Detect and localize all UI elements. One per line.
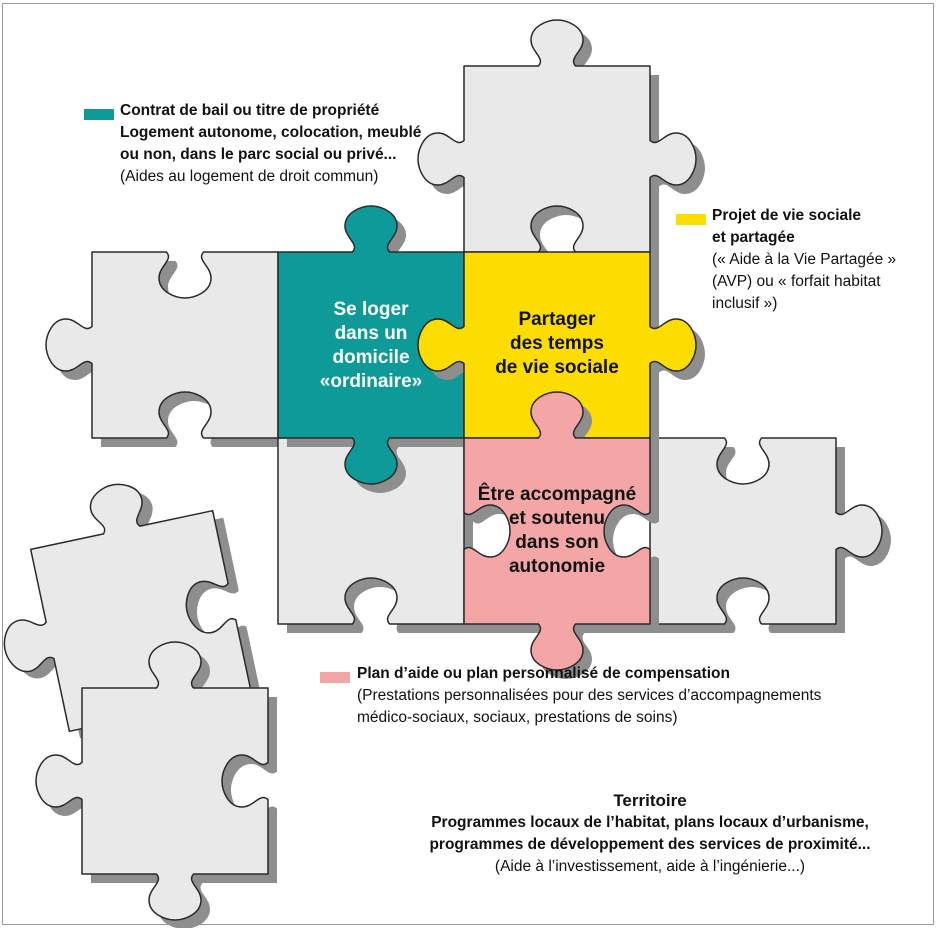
- legend-housing-line: Contrat de bail ou titre de propriété: [120, 102, 380, 119]
- piece-label-line: et soutenu: [509, 508, 605, 529]
- legend-housing-line: Logement autonome, colocation, meublé: [120, 124, 422, 141]
- legend-housing-line: ou non, dans le parc social ou privé...: [120, 146, 397, 163]
- legend-social-swatch: [676, 214, 706, 225]
- legend-support: Plan d’aide ou plan personnalisé de comp…: [357, 663, 917, 729]
- piece-label-line: Être accompagné: [478, 483, 636, 505]
- piece-label-housing: Se loger dans un domicile «ordinaire»: [320, 299, 422, 392]
- legend-social-line: et partagée: [712, 229, 795, 246]
- legend-support-swatch: [320, 672, 350, 683]
- legend-social: Projet de vie sociale et partagée (« Aid…: [712, 205, 932, 315]
- legend-social-note: (« Aide à la Vie Partagée »: [712, 251, 897, 268]
- piece-label-line: dans un: [335, 323, 408, 344]
- territory-block: Territoire Programmes locaux de l’habita…: [385, 790, 915, 878]
- puzzle-piece-grey: [649, 437, 891, 633]
- piece-label-social: Partager des temps de vie sociale: [495, 309, 619, 378]
- territory-line: Programmes locaux de l’habitat, plans lo…: [431, 814, 869, 831]
- legend-housing: Contrat de bail ou titre de propriété Lo…: [120, 100, 460, 188]
- piece-label-line: autonomie: [509, 556, 605, 577]
- piece-label-line: de vie sociale: [495, 357, 619, 378]
- piece-label-line: Se loger: [334, 299, 410, 320]
- puzzle-piece-loose: [35, 641, 277, 928]
- puzzle-piece-support: [463, 391, 659, 679]
- piece-label-line: des temps: [510, 333, 604, 354]
- piece-label-support: Être accompagné et soutenu dans son autonom…: [478, 483, 636, 577]
- legend-support-line: Plan d’aide ou plan personnalisé de comp…: [357, 665, 730, 682]
- territory-line: programmes de développement des services…: [429, 836, 871, 853]
- legend-support-note: médico-sociaux, sociaux, prestations de …: [357, 709, 678, 726]
- piece-label-line: dans son: [515, 532, 598, 553]
- puzzle-piece-grey: [417, 19, 705, 261]
- legend-housing-swatch: [84, 109, 114, 120]
- legend-housing-note: (Aides au logement de droit commun): [120, 168, 379, 185]
- legend-social-note: inclusif »): [712, 295, 778, 312]
- legend-social-note: (AVP) ou « forfait habitat: [712, 273, 881, 290]
- puzzle-piece-grey: [45, 251, 287, 447]
- legend-social-line: Projet de vie sociale: [712, 207, 862, 224]
- puzzle-piece-housing: [277, 205, 473, 493]
- piece-label-line: Partager: [518, 309, 596, 330]
- territory-title: Territoire: [613, 791, 687, 810]
- piece-label-line: domicile: [332, 347, 409, 368]
- territory-note: (Aide à l’investissement, aide à l’ingén…: [494, 858, 806, 875]
- puzzle-piece-grey: [277, 437, 473, 633]
- puzzle-piece-social: [417, 251, 705, 447]
- legend-support-note: (Prestations personnalisées pour des ser…: [357, 687, 822, 704]
- piece-label-line: «ordinaire»: [320, 371, 422, 392]
